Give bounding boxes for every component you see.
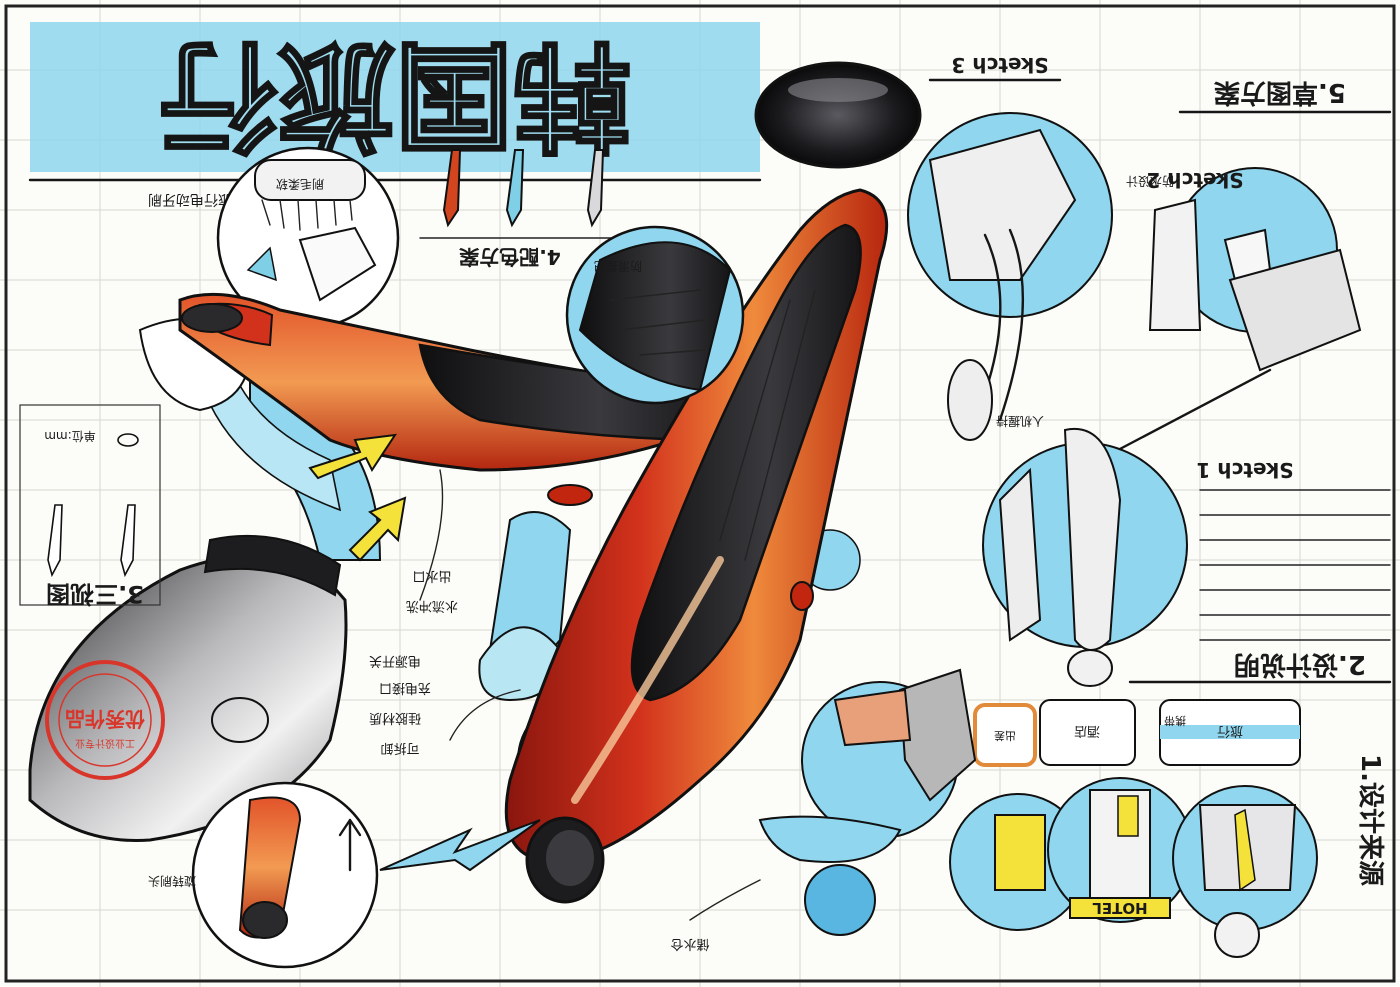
section-design-description: 2.设计说明 (1234, 649, 1366, 679)
annotation-soft-bristle: 刷毛柔软 (276, 177, 324, 191)
unit-label: 单位:mm (44, 429, 95, 444)
stamp-text: 优秀作品 (65, 707, 145, 731)
award-stamp: 优秀作品 工业设计专业 (45, 660, 165, 780)
annotation-power-switch: 电源开关 (369, 653, 421, 668)
sheet-border (4, 4, 1396, 983)
sketch1-label: Sketch 1 (1196, 458, 1293, 482)
detail-grip-texture: 防滑握把 (565, 225, 745, 405)
annotation-detachable: 可拆卸 (380, 740, 419, 756)
annotation-silicone: 硅胶材质 (369, 710, 421, 726)
section-design-source: 1.设计来源 (1355, 754, 1385, 886)
design-source-panel: 酒店 旅行 出差 HOTEL 携带 (949, 699, 1318, 958)
source-item-4: 携带 (1164, 714, 1186, 728)
section5-header: 5.草图方案 (1178, 77, 1392, 114)
sheet-subtitle: 旅行电动牙刷 (148, 191, 232, 207)
source-item-1: 酒店 (1074, 723, 1100, 738)
detail-brush-head: 刷毛柔软 (216, 146, 400, 330)
source-item-3: 出差 (994, 729, 1016, 743)
stamp-ring-text: 工业设计专业 (75, 737, 135, 750)
annotation-rotating-head: 旋转刷头 (148, 874, 196, 889)
title-block: 韩国旅行 旅行电动牙刷 (28, 22, 762, 207)
sketch3-label: Sketch 3 (951, 53, 1048, 77)
section-sketch-scheme: 5.草图方案 (1213, 77, 1346, 108)
sketch1-block: Sketch 1 (982, 427, 1294, 687)
section-colour-scheme: 4.配色方案 (458, 245, 561, 269)
annotations: 出水口 水流冲洗 电源开关 充电接口 硅胶材质 可拆卸 储水仓 防水设计 人机握… (369, 174, 1174, 951)
sketch2-block: Sketch 2 (1078, 167, 1362, 472)
three-views: 单位:mm 3.三视图 (19, 404, 161, 608)
annotation-nonslip-grip: 防滑握把 (594, 259, 642, 274)
sketch3-header: Sketch 3 (928, 53, 1062, 82)
sketch2-label: Sketch 2 (1146, 168, 1243, 192)
detail-bottom-cap: 旋转刷头 (148, 781, 379, 969)
sheet-title: 韩国旅行 (159, 26, 631, 164)
hotel-sign: HOTEL (1092, 899, 1148, 917)
annotation-water-rinse: 水流冲洗 (406, 598, 458, 613)
nozzle-render (28, 534, 348, 842)
design-description: 2.设计说明 (1128, 489, 1392, 684)
section-three-views: 3.三视图 (46, 580, 144, 608)
source-item-2: 旅行 (1217, 723, 1243, 738)
main-product-render (178, 188, 889, 904)
annotation-charge-port: 充电接口 (379, 680, 431, 696)
annotation-water-tank: 储水仓 (670, 936, 709, 951)
flow-arrows (308, 433, 541, 872)
annotation-outlet: 出水口 (412, 568, 451, 583)
annotation-ergonomic: 人机握持 (996, 414, 1044, 429)
annotation-waterproof: 防水设计 (1126, 174, 1174, 189)
detail-holder-top (907, 112, 1113, 441)
colour-scheme-thumbnails: 4.配色方案 (419, 149, 616, 269)
